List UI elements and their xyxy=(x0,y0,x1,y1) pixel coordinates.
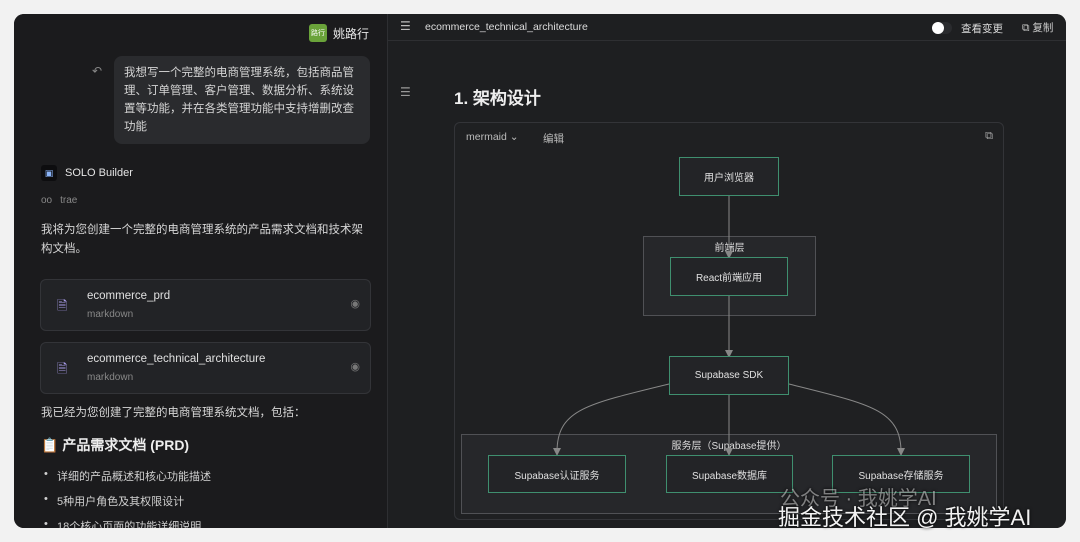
file-icon: 🗎 xyxy=(57,361,68,376)
section-heading: 1. 架构设计 xyxy=(454,89,541,108)
user-name: 姚路行 xyxy=(332,26,369,41)
app-window: 路行 姚路行 ↶ 我想写一个完整的电商管理系统，包括商品管理、订单管理、客户管理… xyxy=(14,14,1066,528)
doc-title: ecommerce_technical_architecture xyxy=(425,21,588,33)
list-icon[interactable]: ☰ xyxy=(400,19,411,33)
list-item: 5种用户角色及其权限设计 xyxy=(41,493,211,518)
file-card[interactable]: 🗎 ecommerce_prd markdown ◉ xyxy=(40,279,371,331)
doc-toolbar: ☰ ecommerce_technical_architecture 查看变更 … xyxy=(388,14,1066,41)
eye-icon[interactable]: ◉ xyxy=(350,298,360,310)
file-name: ecommerce_technical_architecture xyxy=(87,353,266,365)
file-icon: 🗎 xyxy=(57,298,68,313)
copy-icon: ⧉ xyxy=(1022,22,1033,34)
user-header: 路行 姚路行 xyxy=(308,24,369,42)
bot-header: ▣ SOLO Builder xyxy=(41,165,133,181)
undo-icon[interactable]: ↶ xyxy=(92,64,103,78)
edit-button[interactable]: 编辑 xyxy=(543,133,564,145)
copy-button[interactable]: ⧉ 复制 xyxy=(1022,20,1053,35)
list-item: 18个核心页面的功能详细说明 xyxy=(41,518,211,528)
code-block: mermaid ⌄ 编辑 ⧉ xyxy=(454,122,1004,520)
copy-code-icon[interactable]: ⧉ xyxy=(985,130,993,142)
file-type: markdown xyxy=(87,309,134,320)
avatar: 路行 xyxy=(308,24,327,42)
file-card[interactable]: 🗎 ecommerce_technical_architecture markd… xyxy=(40,342,371,394)
summary-text: 我已经为您创建了完整的电商管理系统文档，包括： xyxy=(41,407,306,419)
list-item: 详细的产品概述和核心功能描述 xyxy=(41,468,211,493)
glasses-icon: oo xyxy=(41,195,53,206)
eye-icon[interactable]: ◉ xyxy=(350,361,360,373)
watermark-line2: 掘金技术社区 @ 我姚学AI xyxy=(778,505,1032,530)
copy-label: 复制 xyxy=(1032,22,1054,34)
chat-panel: 路行 姚路行 ↶ 我想写一个完整的电商管理系统，包括商品管理、订单管理、客户管理… xyxy=(14,14,387,528)
bot-icon: ▣ xyxy=(41,165,57,181)
bot-name: SOLO Builder xyxy=(65,167,133,179)
language-select[interactable]: mermaid ⌄ xyxy=(466,131,519,143)
user-message: 我想写一个完整的电商管理系统，包括商品管理、订单管理、客户管理、数据分析、系统设… xyxy=(114,56,370,144)
outline-icon[interactable]: ☰ xyxy=(400,85,411,99)
bullet-list: 详细的产品概述和核心功能描述 5种用户角色及其权限设计 18个核心页面的功能详细… xyxy=(41,468,211,528)
file-name: ecommerce_prd xyxy=(87,290,171,302)
view-changes-label[interactable]: 查看变更 xyxy=(961,23,1003,35)
view-changes-toggle[interactable] xyxy=(932,22,952,34)
intro-text: 我将为您创建一个完整的电商管理系统的产品需求文档和技术架构文档。 xyxy=(41,224,363,255)
document-panel: ☰ ecommerce_technical_architecture 查看变更 … xyxy=(387,14,1066,528)
agent-name: trae xyxy=(60,195,78,206)
file-type: markdown xyxy=(87,372,134,383)
watermark-line1: 公众号 · 我姚学AI xyxy=(780,488,937,510)
section-title: 📋 产品需求文档 (PRD) xyxy=(41,437,190,453)
